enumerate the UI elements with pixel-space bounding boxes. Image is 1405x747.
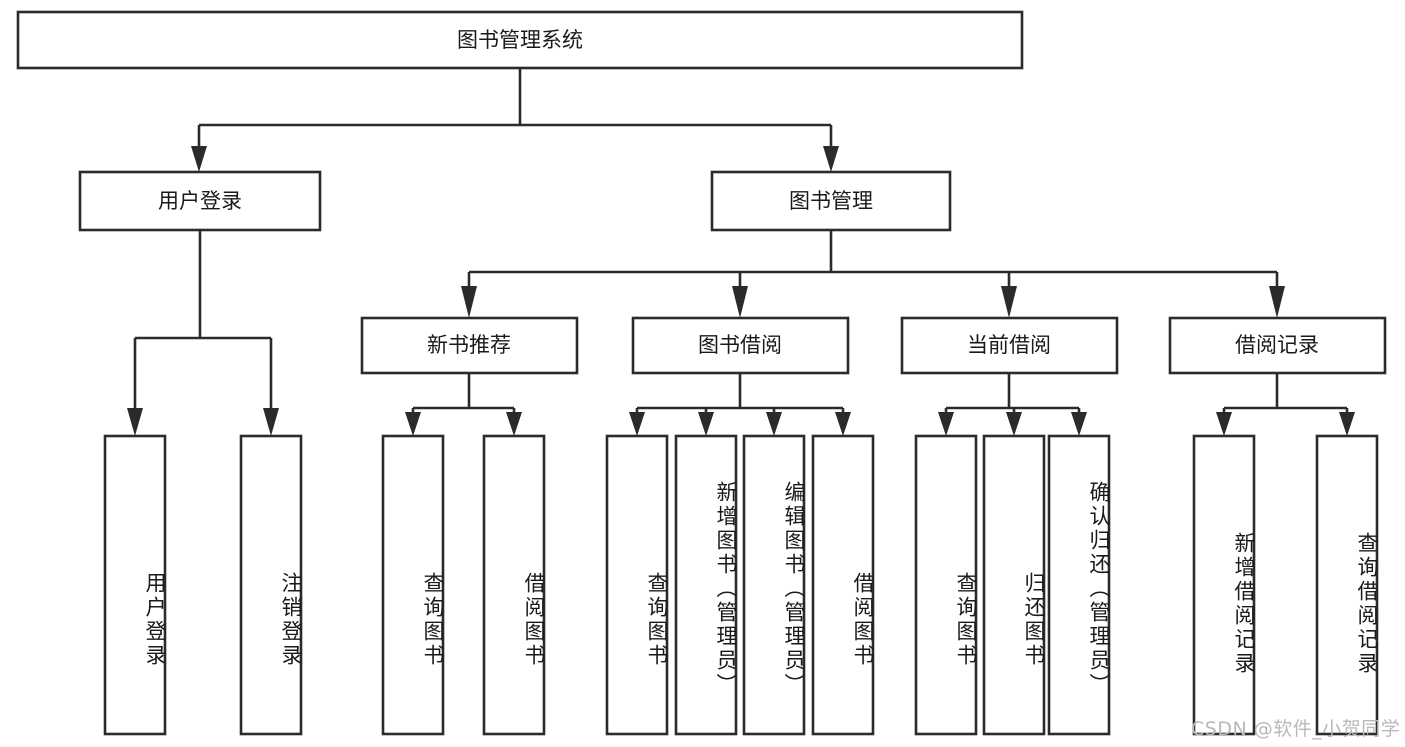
arrowhead-user-login <box>191 146 207 172</box>
node-borrow-record-label: 借阅记录 <box>1235 333 1319 357</box>
node-borrow-record[interactable]: 借阅记录 <box>1168 316 1387 375</box>
leaf-box-return-book[interactable] <box>982 434 1046 736</box>
arrowhead-current-borrow <box>1001 286 1017 318</box>
arrowhead-leaf-user-login <box>127 408 143 436</box>
arrowhead-book-borrow <box>732 286 748 318</box>
arrowhead-leaf-query-book-3 <box>938 412 954 436</box>
node-current-borrow-label: 当前借阅 <box>967 333 1051 357</box>
node-root-box[interactable] <box>16 10 1024 70</box>
arrowhead-leaf-edit-book <box>766 412 782 436</box>
arrowhead-leaf-borrow-book-2 <box>835 412 851 436</box>
leaf-box-user-login[interactable] <box>103 434 167 736</box>
node-root[interactable]: 图书管理系统 <box>16 10 1024 70</box>
node-new-book-rec-label: 新书推荐 <box>427 333 511 357</box>
node-new-book-rec[interactable]: 新书推荐 <box>360 316 579 375</box>
node-root-label: 图书管理系统 <box>457 28 583 52</box>
arrowhead-new-book-rec <box>461 286 477 318</box>
leaf-box-query-record[interactable] <box>1315 434 1379 736</box>
arrowhead-leaf-confirm-return <box>1071 412 1087 436</box>
leaf-box-query-book-3[interactable] <box>914 434 978 736</box>
leaf-box-confirm-return[interactable] <box>1047 434 1111 736</box>
node-current-borrow[interactable]: 当前借阅 <box>900 316 1119 375</box>
arrowhead-leaf-add-book <box>698 412 714 436</box>
leaf-box-user-logout[interactable] <box>239 434 303 736</box>
arrowhead-leaf-query-book-1 <box>405 412 421 436</box>
arrowhead-leaf-borrow-book-1 <box>506 412 522 436</box>
arrowhead-borrow-record <box>1269 286 1285 318</box>
node-user-login[interactable]: 用户登录 <box>78 170 322 232</box>
node-book-borrow[interactable]: 图书借阅 <box>631 316 850 375</box>
leaf-box-add-book[interactable] <box>674 434 738 736</box>
leaf-box-edit-book[interactable] <box>742 434 806 736</box>
node-book-manage[interactable]: 图书管理 <box>710 170 952 232</box>
node-new-book-rec-box[interactable] <box>360 316 579 375</box>
leaf-box-add-record[interactable] <box>1192 434 1256 736</box>
node-borrow-record-box[interactable] <box>1168 316 1387 375</box>
node-book-manage-box[interactable] <box>710 170 952 232</box>
node-current-borrow-box[interactable] <box>900 316 1119 375</box>
node-book-borrow-label: 图书借阅 <box>698 333 782 357</box>
watermark-text: CSDN @软件_小贺同学 <box>1191 718 1401 740</box>
arrowhead-leaf-add-record <box>1216 412 1232 436</box>
leaf-box-query-book-2[interactable] <box>605 434 669 736</box>
leaf-box-borrow-book-2[interactable] <box>811 434 875 736</box>
leaf-box-query-book-1[interactable] <box>381 434 445 736</box>
arrowhead-leaf-query-book-2 <box>629 412 645 436</box>
node-user-login-label: 用户登录 <box>158 189 242 213</box>
arrowhead-leaf-query-record <box>1339 412 1355 436</box>
arrowhead-leaf-user-logout <box>263 408 279 436</box>
node-book-manage-label: 图书管理 <box>789 189 873 213</box>
arrowhead-book-manage <box>823 146 839 172</box>
leaf-box-borrow-book-1[interactable] <box>482 434 546 736</box>
node-book-borrow-box[interactable] <box>631 316 850 375</box>
arrowhead-leaf-return-book <box>1006 412 1022 436</box>
